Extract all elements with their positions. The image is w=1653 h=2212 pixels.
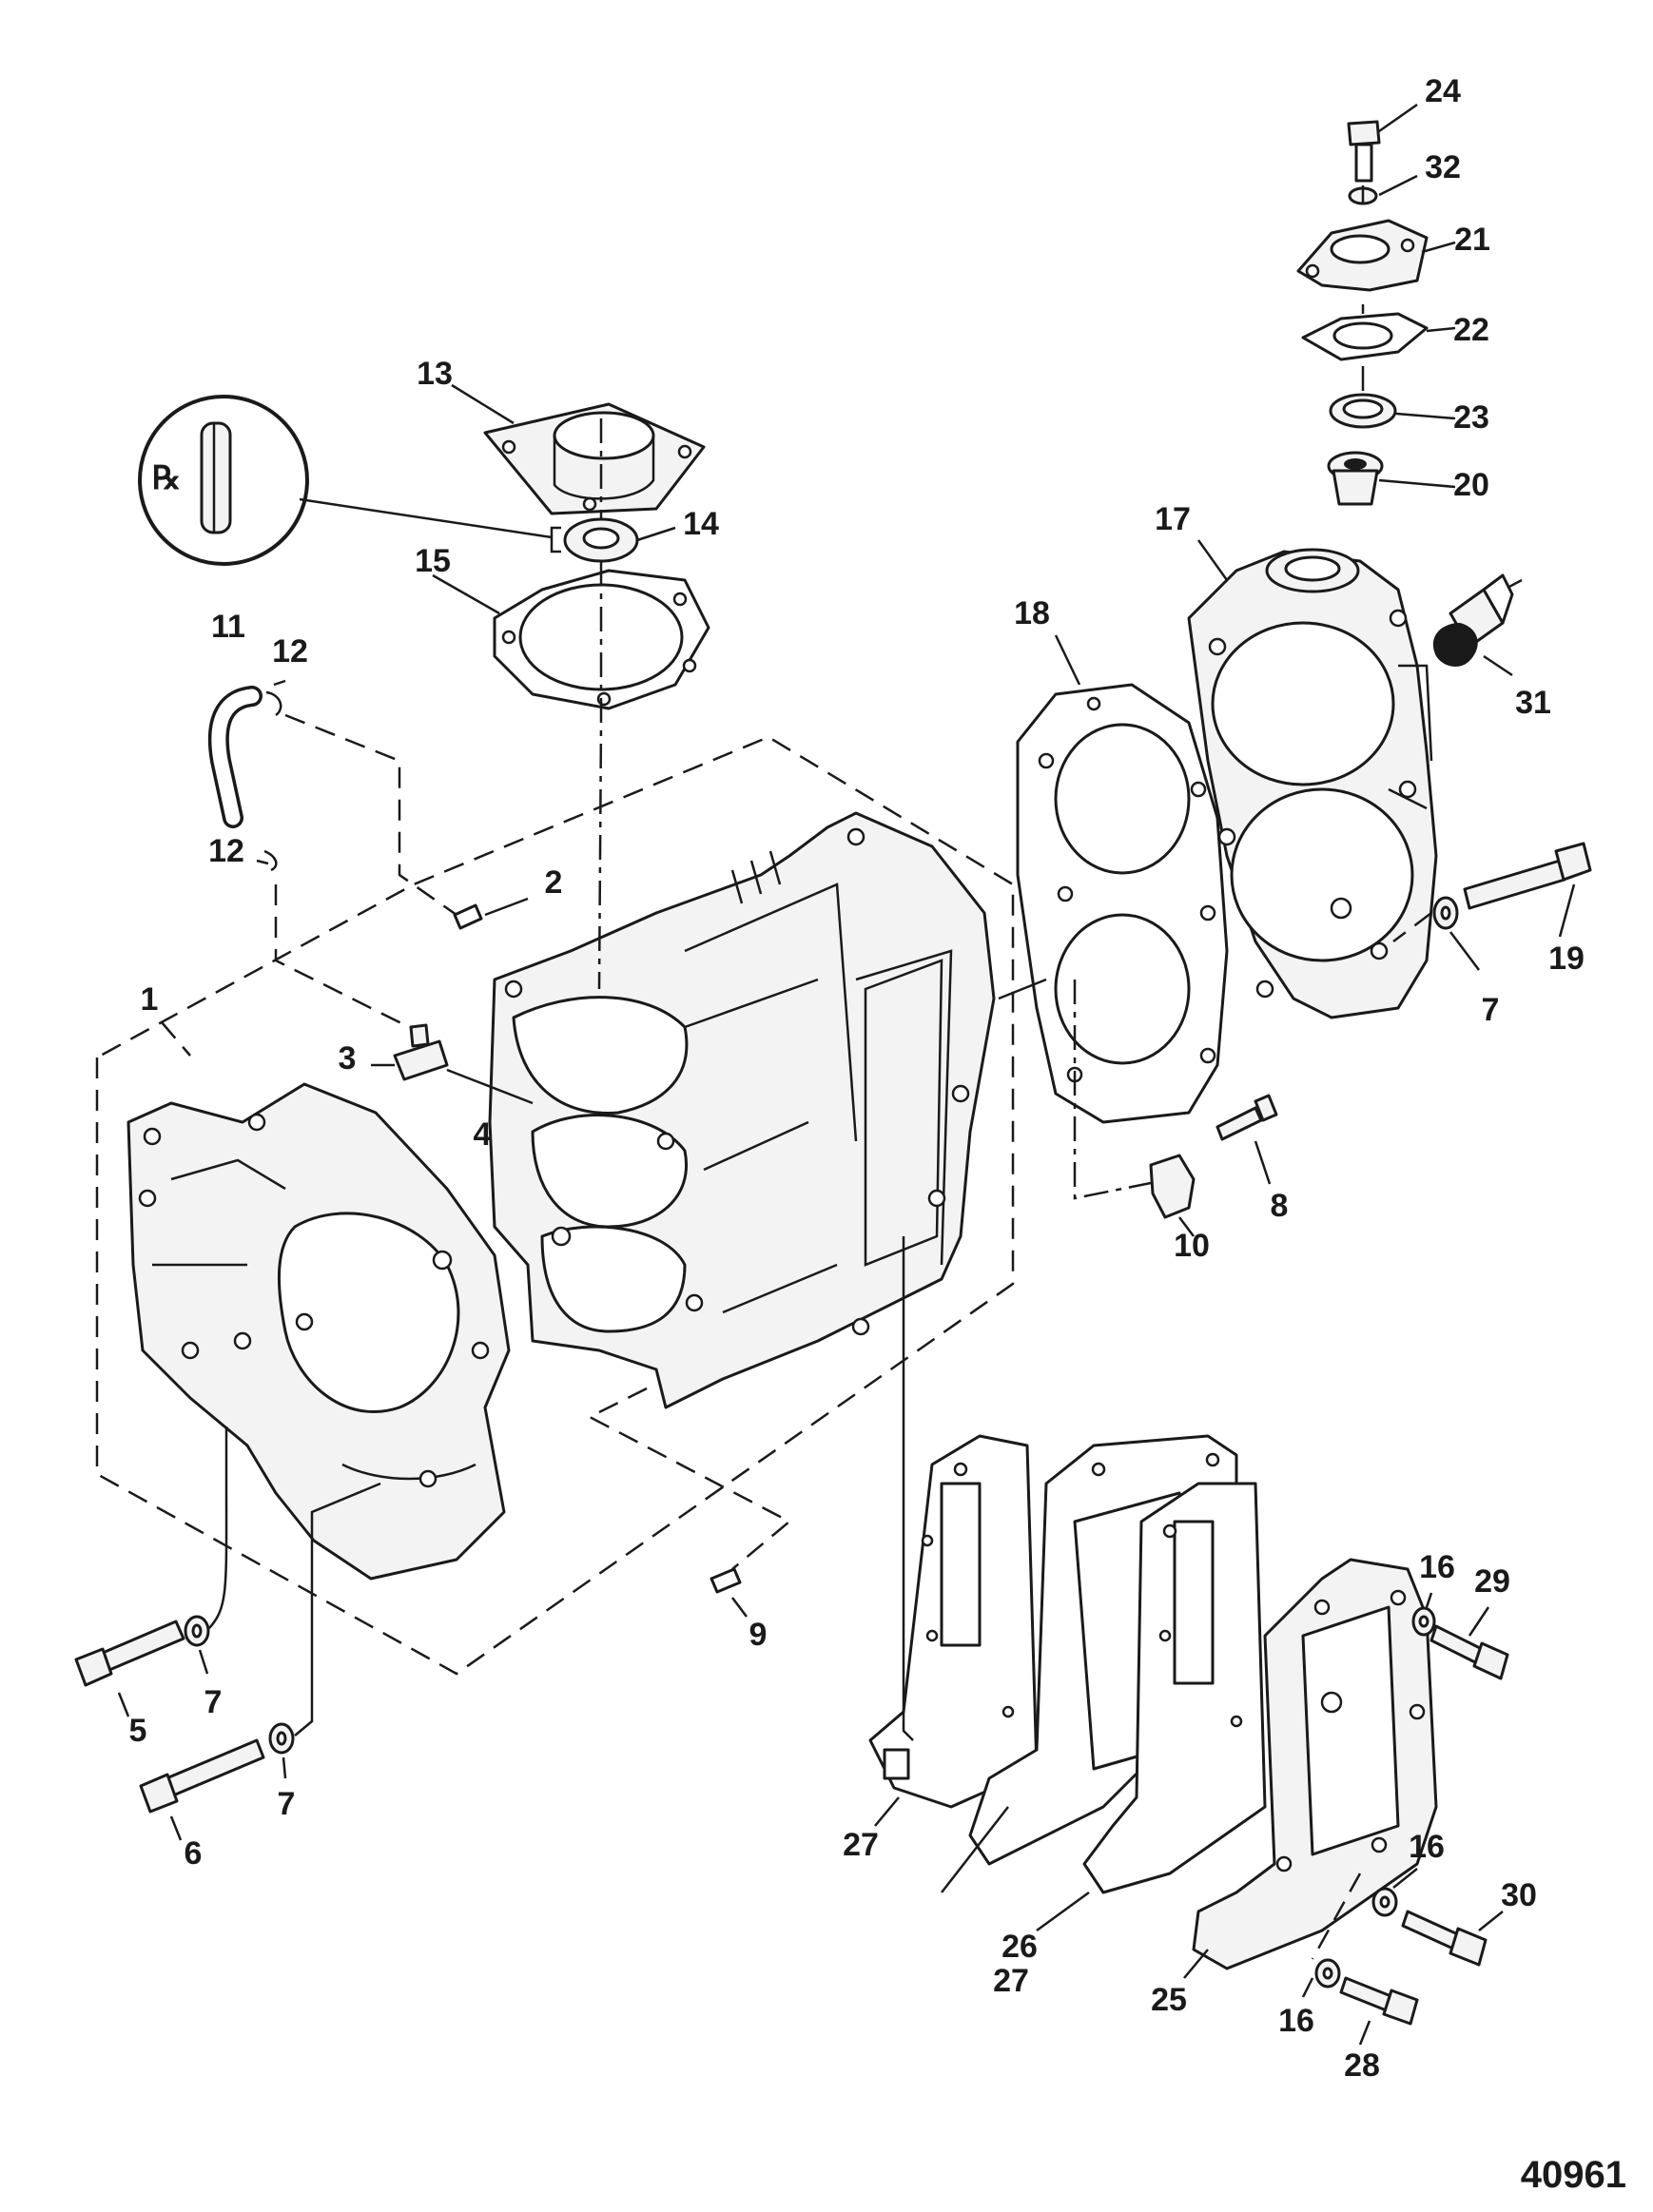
callout-4: 4 [474, 1116, 492, 1153]
callout-7-right: 7 [1482, 992, 1500, 1028]
seal-14-part [550, 517, 676, 563]
callout-25: 25 [1151, 1982, 1187, 2018]
bolt-6-part [139, 1738, 265, 1841]
callout-7-left-lower: 7 [278, 1786, 296, 1822]
callout-16-middle: 16 [1409, 1829, 1445, 1865]
washer-16-upper-part [1411, 1592, 1436, 1637]
callout-6: 6 [185, 1835, 203, 1872]
callout-22: 22 [1453, 312, 1489, 348]
exhaust-cover-25-part [1183, 1558, 1438, 1979]
cover-13-part [483, 402, 706, 515]
screw-8-part [1215, 1094, 1278, 1185]
leader-13 [451, 383, 515, 425]
bolt-28-part [1339, 1976, 1419, 2046]
clamp-12-upper [265, 679, 286, 717]
callout-21: 21 [1454, 222, 1490, 258]
callout-28: 28 [1344, 2047, 1380, 2084]
clamp-12-lower [256, 849, 278, 872]
dowel-pin-2-part [453, 897, 529, 930]
gasket-27-inner-part [1082, 1482, 1267, 1894]
figure-number: 40961 [1521, 2154, 1626, 2196]
callout-16-upper: 16 [1419, 1549, 1455, 1585]
washer-7-right-part [1392, 896, 1480, 971]
callout-9: 9 [749, 1617, 768, 1653]
callout-15: 15 [415, 543, 451, 579]
washer-16-lower-part [1301, 1958, 1341, 1998]
callout-26: 26 [1002, 1929, 1038, 1965]
callout-10: 10 [1174, 1228, 1210, 1264]
callout-3: 3 [339, 1040, 357, 1077]
bolt-30-part [1401, 1910, 1504, 1967]
callout-30: 30 [1501, 1877, 1537, 1913]
bolt-24-part [1347, 103, 1418, 183]
detail-inset: ℞ [138, 395, 553, 566]
bolt-5-part [74, 1620, 185, 1717]
callout-23: 23 [1453, 399, 1489, 436]
assembly-boundary [95, 735, 1015, 1676]
head-gasket-18-part [1016, 683, 1229, 1124]
leader-1 [161, 1021, 191, 1057]
callout-17: 17 [1155, 501, 1191, 537]
cylinder-block-part [488, 811, 996, 1409]
washer-7-left-upper-part [184, 1426, 228, 1675]
crankcase-cover-part [126, 1082, 511, 1581]
thermostat-20-part [1327, 451, 1456, 506]
gasket-27-outer-part [868, 1434, 1039, 1809]
bolt-29-part [1429, 1606, 1509, 1680]
callout-11: 11 [211, 609, 245, 645]
spark-plug-31-part [1432, 573, 1523, 677]
dowel-pin-9-part [587, 1387, 792, 1618]
callout-1: 1 [141, 981, 159, 1018]
fitting-3-part [371, 1023, 534, 1105]
callout-8: 8 [1271, 1188, 1289, 1224]
callout-31: 31 [1515, 685, 1551, 721]
callout-5: 5 [129, 1713, 147, 1749]
callout-19: 19 [1548, 941, 1585, 977]
callout-18: 18 [1014, 595, 1050, 631]
callout-20: 20 [1453, 467, 1489, 503]
thermostat-cover-21-part [1296, 219, 1456, 292]
anode-10-part [1149, 1154, 1196, 1237]
cylinder-head-17-part [1187, 548, 1438, 1019]
grommet-23-part [1329, 393, 1456, 429]
callout-14: 14 [683, 506, 719, 542]
callout-2: 2 [545, 864, 563, 901]
callout-27-right: 27 [993, 1963, 1029, 1999]
callout-7-left-upper: 7 [204, 1684, 223, 1720]
washer-7-left-lower-part [268, 1482, 381, 1779]
callout-12-lower: 12 [208, 833, 244, 869]
callout-24: 24 [1425, 73, 1461, 109]
callout-27-left: 27 [843, 1827, 879, 1863]
callout-29: 29 [1474, 1563, 1510, 1600]
bolt-19-part [1463, 842, 1592, 938]
callout-13: 13 [417, 356, 453, 392]
callout-16-lower: 16 [1278, 2003, 1314, 2039]
callout-12-upper: 12 [272, 633, 308, 669]
callout-32: 32 [1425, 149, 1461, 185]
washer-16-middle-part [1371, 1868, 1418, 1917]
hose-11-part [207, 686, 263, 828]
gasket-22-part [1301, 312, 1456, 361]
detail-inset-mark: ℞ [152, 460, 181, 496]
